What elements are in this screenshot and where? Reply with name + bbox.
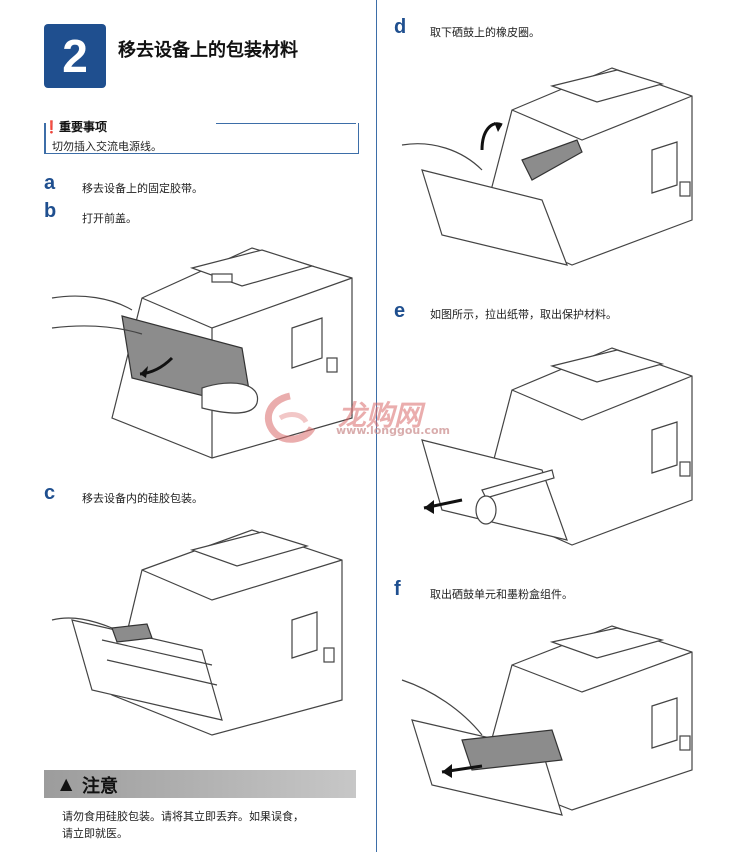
step-e-text: 如图所示，拉出纸带，取出保护材料。 bbox=[430, 308, 617, 321]
step-c-text: 移去设备内的硅胶包装。 bbox=[82, 492, 203, 505]
watermark-url: www.longgou.com bbox=[336, 424, 450, 437]
illustration-remove-drum-toner bbox=[401, 625, 693, 816]
illustration-remove-rubber-band bbox=[401, 67, 693, 266]
important-box-top-rule bbox=[216, 123, 356, 124]
important-box bbox=[44, 123, 359, 154]
caution-text: 请勿食用硅胶包装。请将其立即丢弃。如果误食， 请立即就医。 bbox=[62, 810, 304, 840]
warning-triangle-icon: ▲ bbox=[60, 774, 73, 793]
step-e-letter: e bbox=[394, 300, 406, 322]
illustration-pull-paper-tape bbox=[421, 347, 693, 546]
step-f-text: 取出硒鼓单元和墨粉盒组件。 bbox=[430, 588, 573, 601]
exclamation-circle-icon: ❗ bbox=[44, 120, 59, 134]
column-divider bbox=[376, 0, 377, 852]
step-b-letter: b bbox=[44, 200, 57, 222]
step-c-letter: c bbox=[44, 482, 56, 504]
caution-bar bbox=[44, 770, 356, 798]
important-text: 切勿插入交流电源线。 bbox=[52, 140, 162, 153]
important-heading: ❗重要事项 bbox=[44, 120, 107, 134]
step-b-text: 打开前盖。 bbox=[82, 212, 137, 225]
watermark-brand: 龙购网 bbox=[338, 399, 423, 432]
step-a-text: 移去设备上的固定胶带。 bbox=[82, 182, 203, 195]
illustration-open-front-cover bbox=[51, 247, 353, 459]
step-d-text: 取下硒鼓上的橡皮圈。 bbox=[430, 26, 540, 39]
step-a-letter: a bbox=[44, 172, 56, 194]
illustration-remove-silica-pack bbox=[51, 529, 343, 736]
section-number-badge: 2 bbox=[44, 24, 106, 88]
step-f-letter: f bbox=[394, 578, 401, 600]
page-title: 移去设备上的包装材料 bbox=[118, 40, 298, 61]
step-d-letter: d bbox=[394, 16, 407, 38]
caution-title: 注意 bbox=[82, 776, 118, 797]
watermark-logo-icon bbox=[265, 392, 316, 443]
